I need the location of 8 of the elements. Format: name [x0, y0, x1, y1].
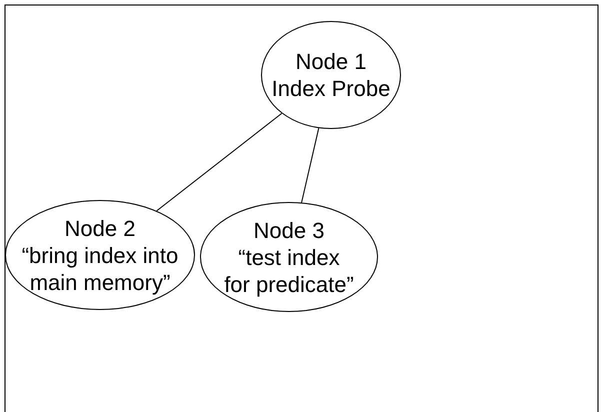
node-title: Node 3 [252, 216, 326, 244]
node-description: “test index for predicate” [224, 244, 354, 298]
node-title: Node 2 [64, 214, 136, 242]
node-description: Index Probe [270, 75, 392, 102]
connector-line [301, 128, 320, 204]
connector-line [156, 112, 282, 212]
node-description: “bring index into main memory” [20, 242, 180, 296]
node-title: Node 1 [294, 48, 368, 75]
